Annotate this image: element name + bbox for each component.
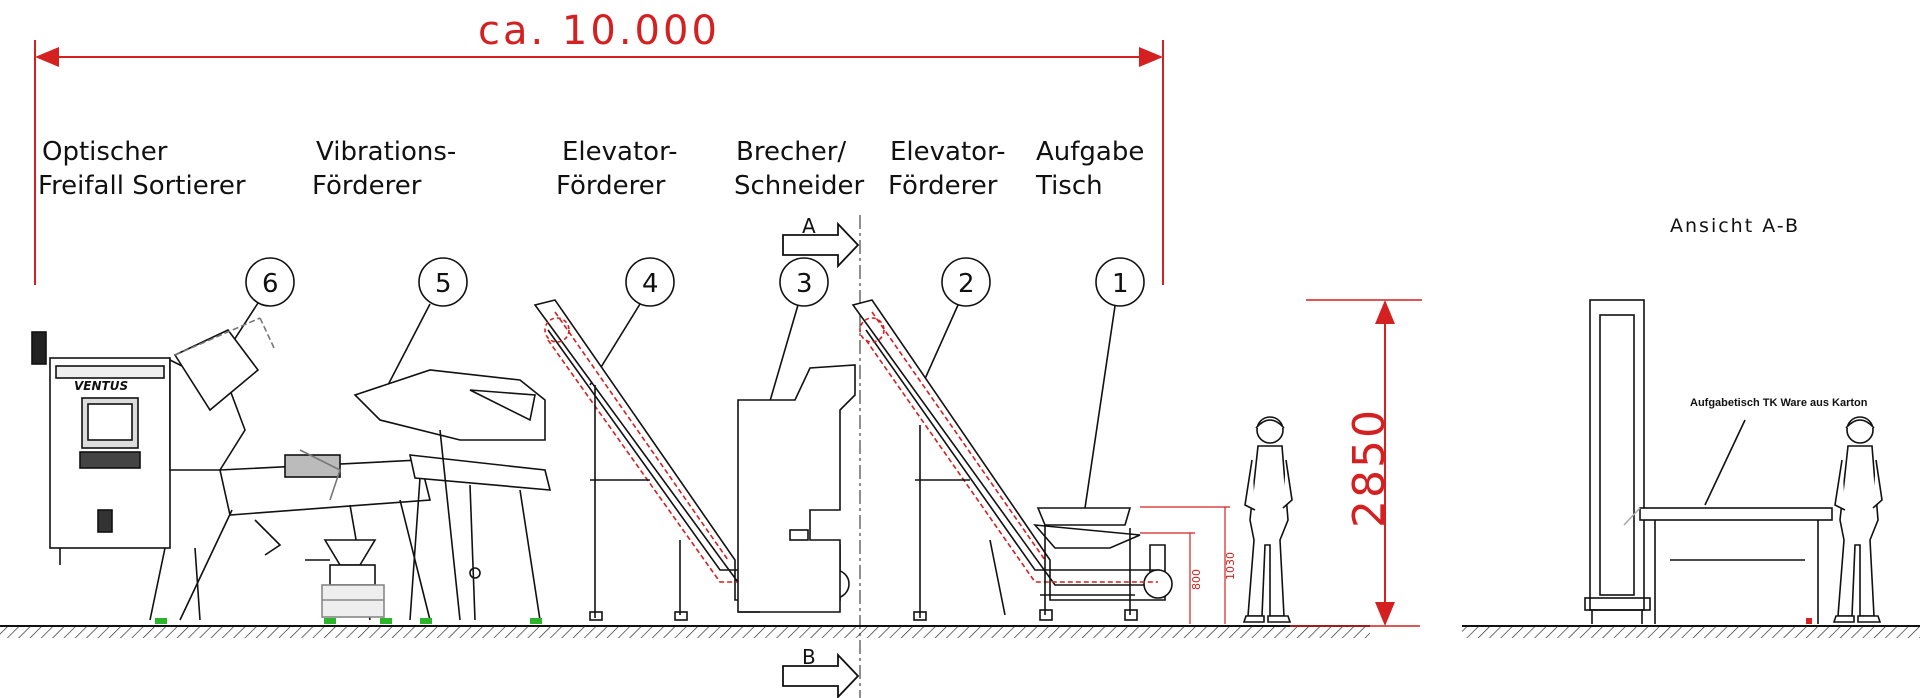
optical-sorter — [31, 317, 432, 621]
leveling-feet — [155, 618, 542, 624]
height-dimensions — [1140, 506, 1230, 624]
crusher — [737, 364, 856, 613]
section-b-label: B — [802, 645, 816, 669]
section-line: A B — [782, 214, 861, 698]
station-2-label-line1: Elevator- — [890, 137, 1005, 167]
table-note: Aufgabetisch TK Ware aus Karton — [1690, 397, 1868, 409]
station-6-number: 6 — [262, 269, 279, 299]
elevator-conveyor-2 — [851, 299, 1173, 621]
station-3-label-line1: Brecher/ — [736, 137, 846, 167]
station-3-label-line2: Schneider — [734, 171, 864, 201]
station-4-label-line1: Elevator- — [562, 137, 677, 167]
station-6-label-line1: Optischer — [42, 137, 168, 167]
overall-dimension: ca. 10.000 — [34, 8, 1164, 285]
height-2850-dimension — [1290, 299, 1422, 627]
brand-label: VENTUS — [74, 379, 128, 393]
station-numbers: 6 5 4 3 2 1 — [262, 269, 1129, 299]
dim-800: 800 — [1190, 569, 1203, 590]
station-5-label-line2: Förderer — [312, 171, 422, 201]
station-3-number: 3 — [796, 269, 813, 299]
floor — [0, 625, 1920, 638]
station-5-number: 5 — [435, 269, 452, 299]
height-2850-label: 2850 — [1344, 408, 1395, 528]
dim-1030: 1030 — [1224, 552, 1237, 580]
feed-table — [1033, 507, 1141, 621]
station-labels: Optischer Freifall Sortierer Vibrations-… — [38, 137, 1144, 201]
station-2-label-line2: Förderer — [888, 171, 998, 201]
station-1-number: 1 — [1112, 269, 1129, 299]
station-6-label-line2: Freifall Sortierer — [38, 171, 246, 201]
station-1-label-line2: Tisch — [1035, 171, 1103, 201]
view-title: Ansicht A-B — [1670, 215, 1800, 237]
station-5-label-line1: Vibrations- — [316, 137, 456, 167]
station-1-label-line1: Aufgabe — [1036, 137, 1144, 167]
operator-figure-side — [1832, 416, 1883, 623]
overall-length-label: ca. 10.000 — [478, 8, 720, 54]
foot-marker-side — [1806, 618, 1812, 624]
section-a-label: A — [802, 214, 816, 238]
operator-figure — [1242, 416, 1293, 623]
station-4-label-line2: Förderer — [556, 171, 666, 201]
station-balloons — [204, 257, 1145, 509]
station-4-number: 4 — [642, 269, 659, 299]
side-view-drawing — [1584, 299, 1833, 624]
vibration-conveyor — [299, 369, 552, 621]
station-2-number: 2 — [958, 269, 975, 299]
